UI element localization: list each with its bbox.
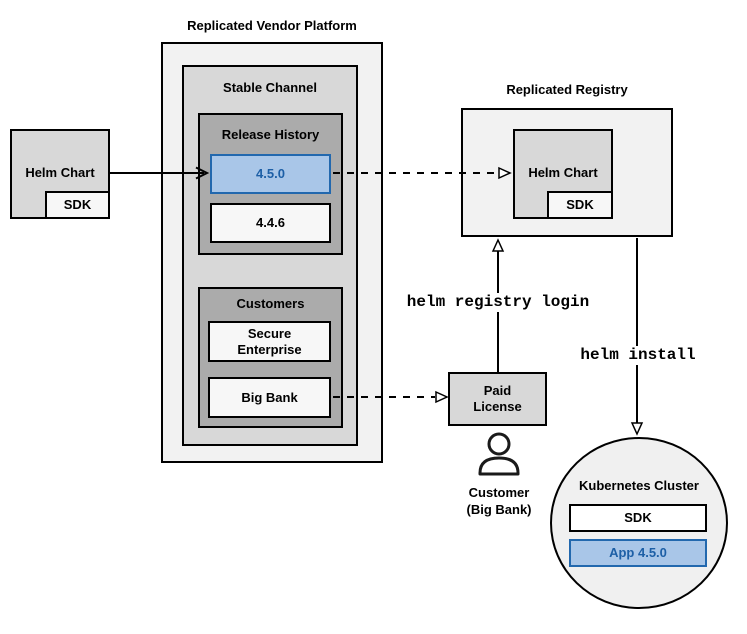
dashed-arrow-icon <box>435 390 449 404</box>
secure-line1: Secure <box>247 325 292 341</box>
release-446-label: 4.4.6 <box>256 215 285 230</box>
paid-license-label: Paid License <box>473 383 521 415</box>
customer-caption-line1: Customer <box>468 485 530 500</box>
paid-line1: Paid <box>483 383 512 398</box>
registry-helm-chart-label: Helm Chart <box>528 165 598 180</box>
customer-caption: Customer (Big Bank) <box>444 484 554 518</box>
release-history-title: Release History <box>221 127 320 142</box>
person-icon <box>478 432 520 476</box>
source-sdk-label: SDK <box>63 197 92 212</box>
source-sdk-box: SDK <box>45 191 110 219</box>
arrow-registry-to-cluster <box>630 238 644 436</box>
registry-sdk-box: SDK <box>547 191 613 219</box>
customer-caption-line2: (Big Bank) <box>466 502 532 517</box>
customer-bigbank-label: Big Bank <box>241 389 298 405</box>
customers-title: Customers <box>236 296 305 311</box>
vendor-platform-title: Replicated Vendor Platform <box>187 18 357 33</box>
paid-license-box: Paid License <box>448 372 547 426</box>
registry-title: Replicated Registry <box>506 82 628 97</box>
helm-install-command: helm install <box>576 346 700 365</box>
arrow-down-icon <box>630 422 644 436</box>
cluster-app-label: App 4.5.0 <box>609 545 667 560</box>
arrow-up-icon <box>491 238 505 252</box>
stable-channel-title: Stable Channel <box>223 80 317 95</box>
release-450-box: 4.5.0 <box>210 154 331 194</box>
secure-line2: Enterprise <box>237 341 302 357</box>
cluster-sdk-box: SDK <box>569 504 707 532</box>
registry-sdk-label: SDK <box>566 197 594 212</box>
kubernetes-cluster-title: Kubernetes Cluster <box>579 478 699 493</box>
customer-secure-enterprise-label: Secure Enterprise <box>237 326 301 358</box>
paid-line2: License <box>473 399 522 414</box>
cluster-app-box: App 4.5.0 <box>569 539 707 567</box>
release-446-box: 4.4.6 <box>210 203 331 243</box>
customer-secure-enterprise-box: Secure Enterprise <box>208 321 331 362</box>
cluster-sdk-label: SDK <box>624 510 652 525</box>
customer-bigbank-box: Big Bank <box>208 377 331 418</box>
release-450-label: 4.5.0 <box>256 166 285 181</box>
helm-registry-login-command: helm registry login <box>400 293 596 312</box>
source-helm-chart-label: Helm Chart <box>25 165 95 180</box>
